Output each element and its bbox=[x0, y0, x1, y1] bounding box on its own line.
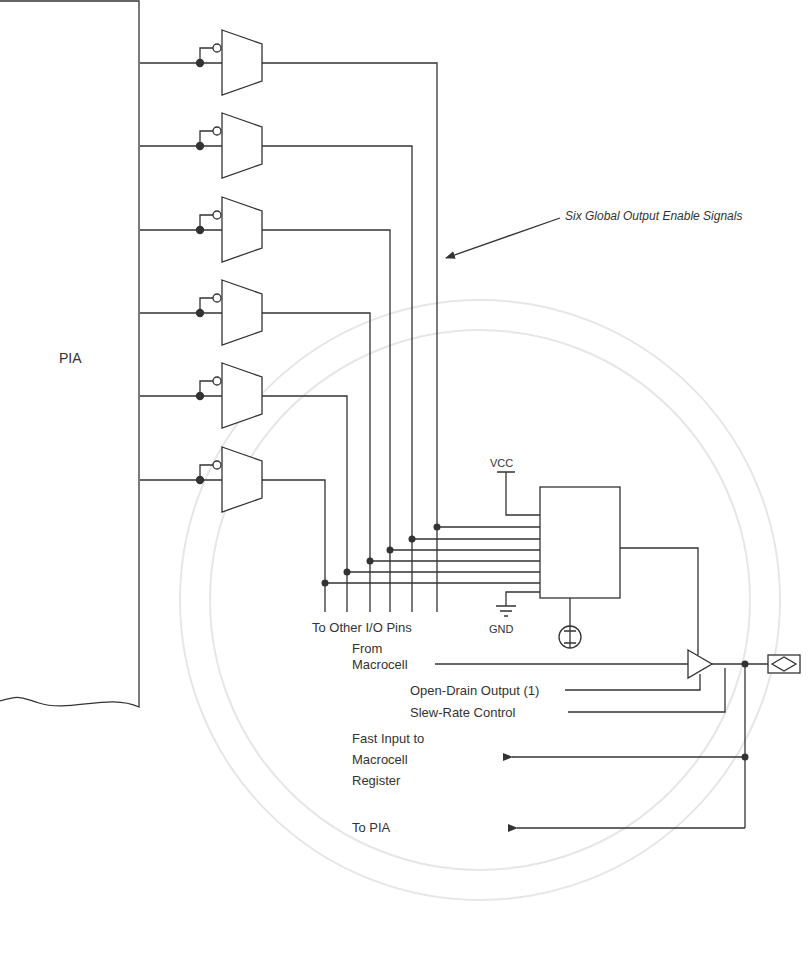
block-name: PIA bbox=[59, 350, 82, 366]
signal-name: Slew-Rate Control bbox=[410, 705, 516, 721]
signal-name: To PIA bbox=[352, 820, 390, 836]
signal-note: To Other I/O Pins bbox=[312, 620, 412, 636]
mux-group bbox=[140, 30, 437, 612]
supply-name: VCC bbox=[490, 455, 513, 471]
signal-name: Fast Input to Macrocell Register bbox=[352, 728, 452, 791]
supply-name: GND bbox=[489, 621, 513, 637]
pia-block: PIA bbox=[0, 0, 140, 715]
signal-name: Open-Drain Output (1) bbox=[410, 683, 539, 699]
callout-note: Six Global Output Enable Signals bbox=[565, 208, 742, 224]
signal-name: From Macrocell bbox=[352, 641, 427, 673]
watermark-seal bbox=[180, 300, 780, 900]
oe-select-wiring bbox=[322, 218, 801, 828]
